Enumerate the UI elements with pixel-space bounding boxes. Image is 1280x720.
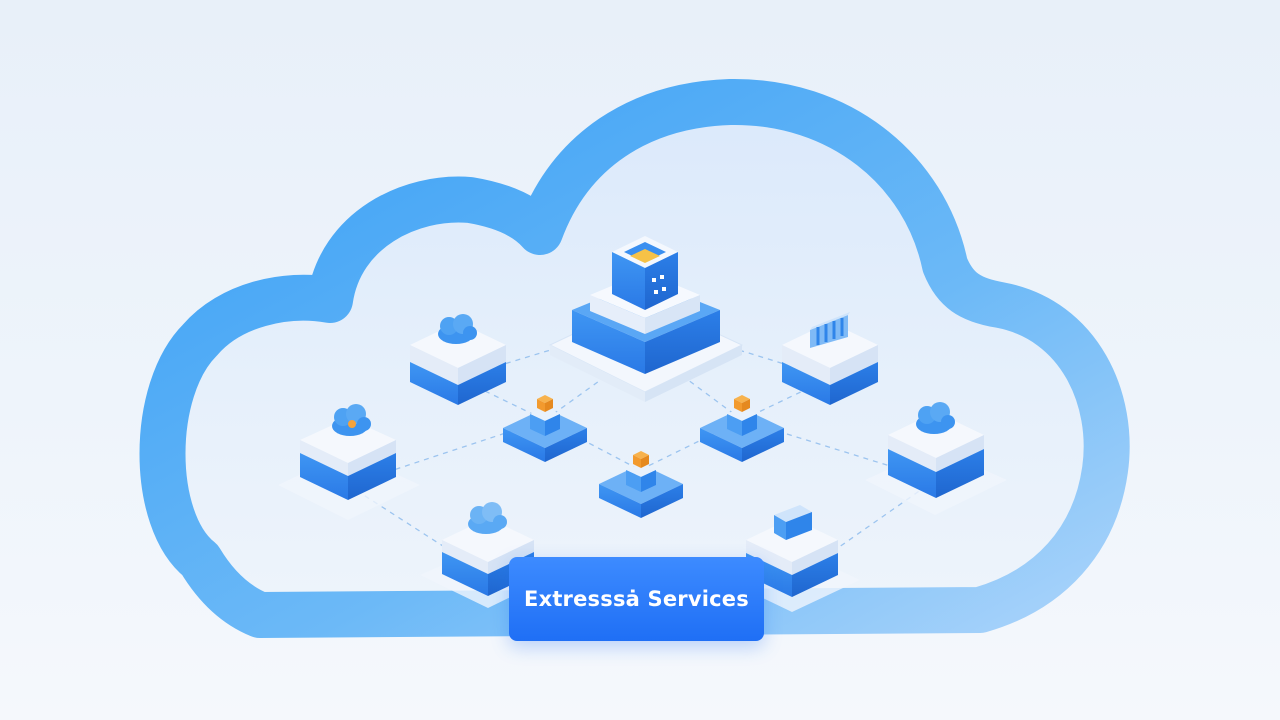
cloud-icon xyxy=(916,402,955,434)
cloud-icon xyxy=(468,502,507,534)
node-cloud-upload-left xyxy=(278,404,420,520)
small-cube-icon xyxy=(626,451,656,492)
node-small-cube-center xyxy=(599,451,683,518)
node-cloud-right xyxy=(865,402,1007,515)
server-tower-icon xyxy=(652,275,666,294)
cloud-icon xyxy=(438,314,477,344)
node-small-cube-right xyxy=(700,395,784,462)
node-database-upper-right xyxy=(782,312,878,405)
node-cloud-upper-left xyxy=(410,314,506,405)
cloud-upload-icon xyxy=(332,404,371,436)
storage-box-icon xyxy=(774,505,812,540)
extress-services-button[interactable]: Extresssȧ Services xyxy=(509,557,764,641)
node-small-cube-left xyxy=(503,395,587,462)
small-cube-icon xyxy=(727,395,757,436)
central-server-tower xyxy=(548,236,744,402)
database-bars-icon xyxy=(810,312,850,348)
small-cube-icon xyxy=(530,395,560,436)
